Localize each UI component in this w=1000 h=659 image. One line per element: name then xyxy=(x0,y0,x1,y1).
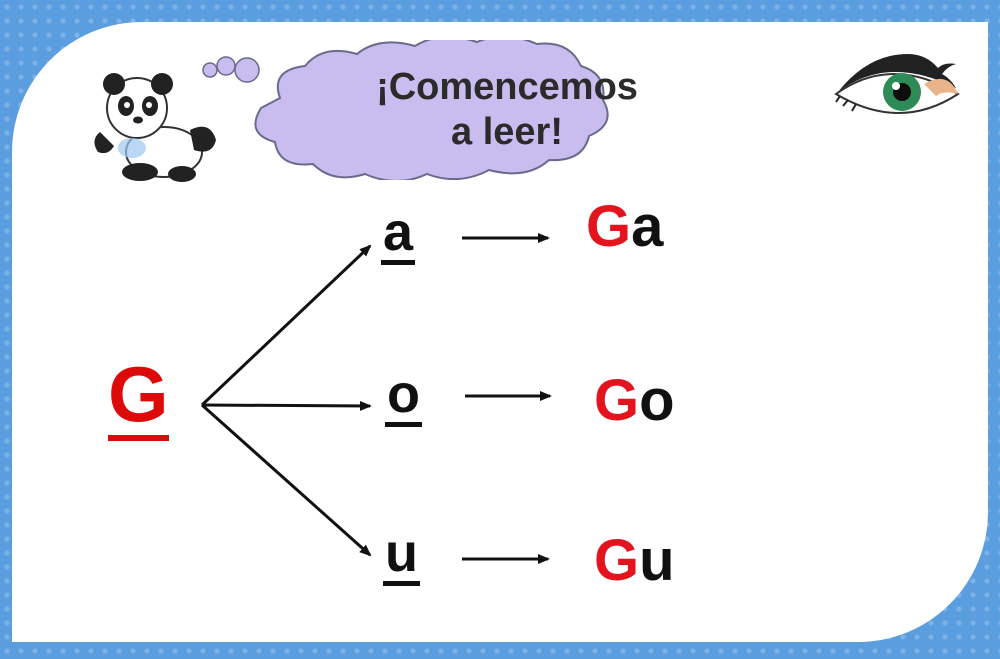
syllable-ga: Ga xyxy=(586,198,663,256)
arrow-to-a xyxy=(200,244,372,407)
bubble-line-2: a leer! xyxy=(451,111,563,153)
syllable-go-prefix: G xyxy=(594,368,640,433)
arrow-to-u xyxy=(201,403,372,557)
bubble-text: ¡Comencemos a leer! xyxy=(322,65,692,155)
syllable-ga-prefix: G xyxy=(586,194,632,259)
syllable-ga-suffix: a xyxy=(631,194,664,259)
eye-icon xyxy=(834,54,960,114)
thought-bubble xyxy=(202,40,609,180)
syllable-gu-prefix: G xyxy=(594,528,640,593)
syllable-gu: Gu xyxy=(594,532,675,590)
root-letter: G xyxy=(108,355,169,441)
vowel-u: u xyxy=(383,526,420,586)
arrow-to-o xyxy=(201,400,372,411)
syllable-go-suffix: o xyxy=(639,368,675,433)
vowel-o: o xyxy=(385,367,422,427)
bubble-line-1: ¡Comencemos xyxy=(376,66,638,108)
syllable-go: Go xyxy=(594,372,675,430)
vowel-a: a xyxy=(381,205,416,265)
syllable-gu-suffix: u xyxy=(639,528,675,593)
panda-icon xyxy=(94,73,216,182)
